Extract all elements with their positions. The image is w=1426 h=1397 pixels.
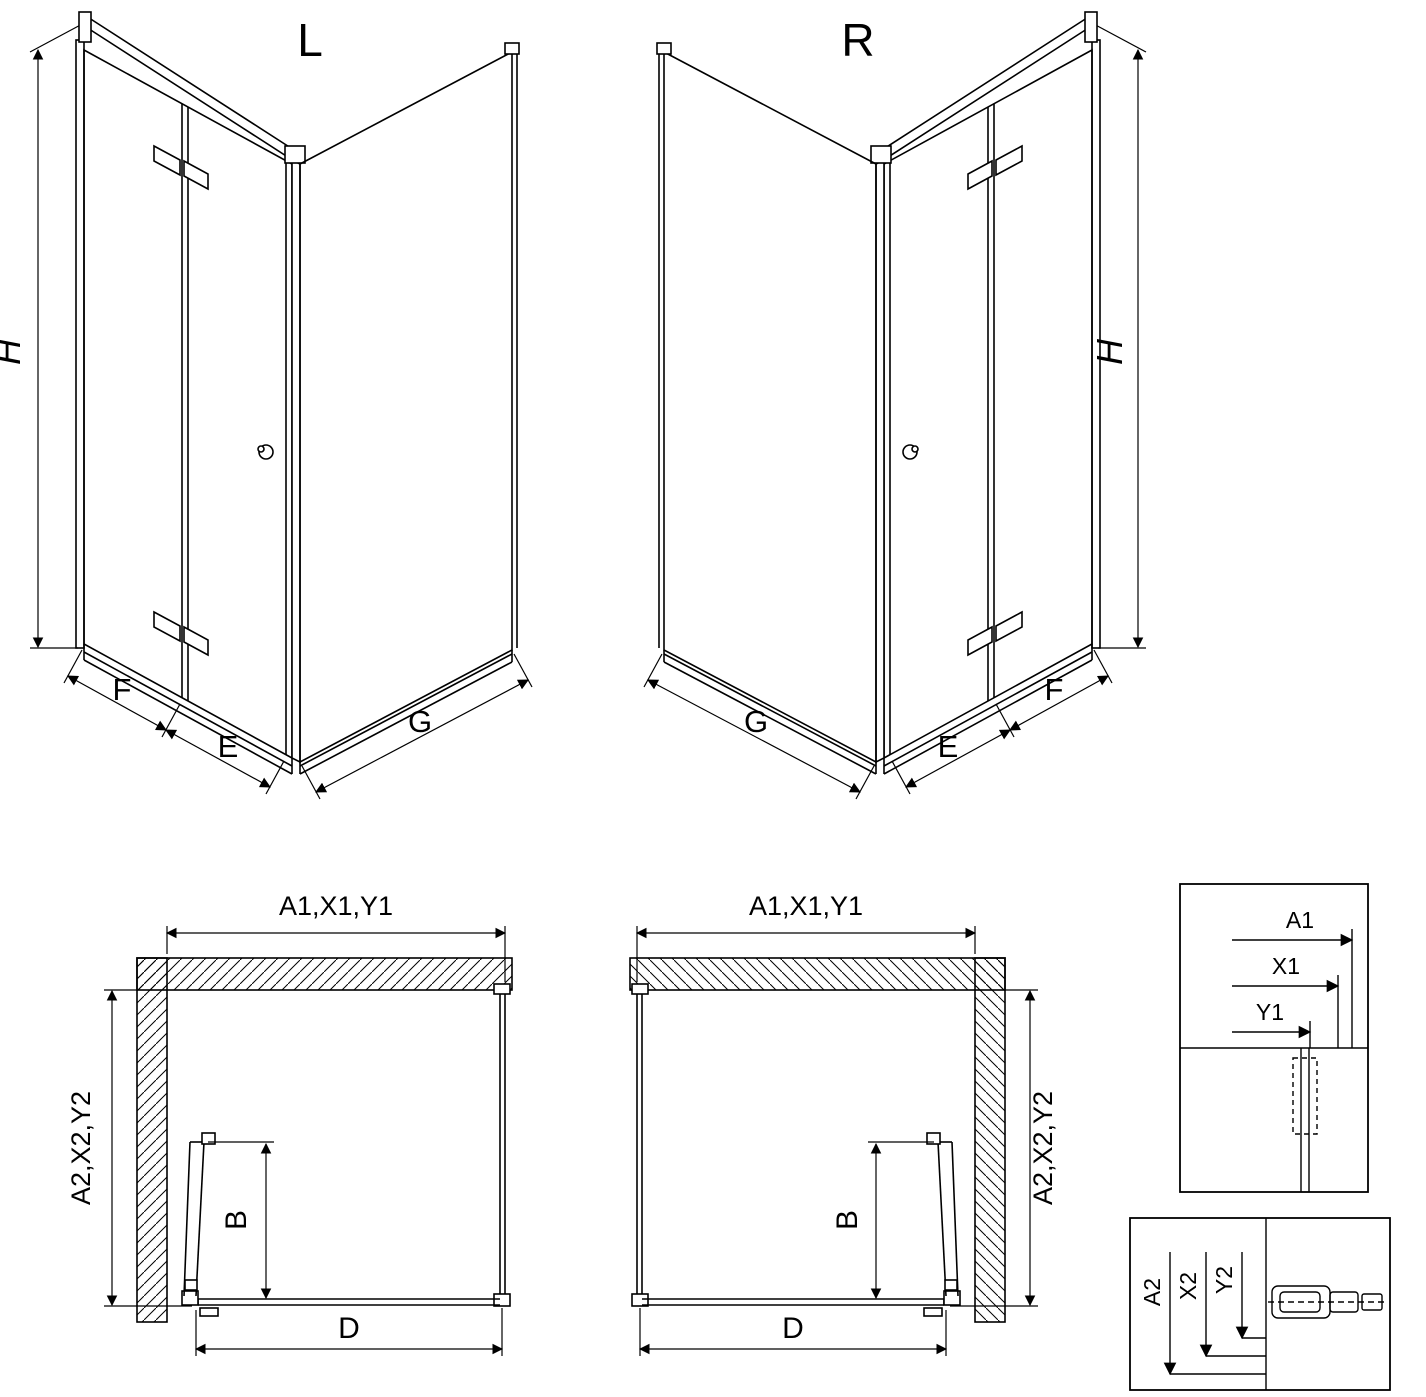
plan-right-door-opening-label: B [831, 1210, 864, 1230]
detail-x1-label: X1 [1272, 953, 1300, 979]
door-dim-label-left: E [218, 729, 239, 764]
fixed-panel-dim-label-right: F [1045, 672, 1064, 707]
label-layer: L H F E G R H G E F A1,X1,Y1 A2,X2,Y2 B … [0, 14, 1314, 1345]
plan-left-door-opening-label: B [220, 1210, 253, 1230]
detail-x2-label: X2 [1175, 1272, 1201, 1300]
detail-width-box [1179, 883, 1369, 1193]
detail-width-reference [1179, 883, 1369, 1193]
side-panel-dim-label-right: G [744, 704, 768, 739]
detail-y2-label: Y2 [1211, 1266, 1237, 1294]
plan-right-entry-width-label: D [782, 1312, 804, 1345]
detail-y1-label: Y1 [1256, 999, 1284, 1025]
door-dim-label-right: E [938, 729, 959, 764]
plan-left-entry-width-label: D [338, 1312, 360, 1345]
plan-left-depth-dims-label: A2,X2,Y2 [66, 1091, 96, 1205]
side-panel-dim-label-left: G [408, 704, 432, 739]
detail-depth-box [1129, 1217, 1391, 1391]
variant-label-right: R [841, 14, 874, 66]
plan-left-width-dims-label: A1,X1,Y1 [279, 891, 393, 921]
detail-a1-label: A1 [1286, 907, 1314, 933]
height-dim-label-left: H [0, 338, 28, 365]
fixed-panel-dim-label-left: F [113, 672, 132, 707]
plan-right-depth-dims-label: A2,X2,Y2 [1028, 1091, 1058, 1205]
detail-a2-label: A2 [1139, 1278, 1165, 1306]
plan-right-width-dims-label: A1,X1,Y1 [749, 891, 863, 921]
detail-depth-reference [1129, 1217, 1391, 1391]
variant-label-left: L [297, 14, 323, 66]
height-dim-label-right: H [1089, 338, 1130, 365]
